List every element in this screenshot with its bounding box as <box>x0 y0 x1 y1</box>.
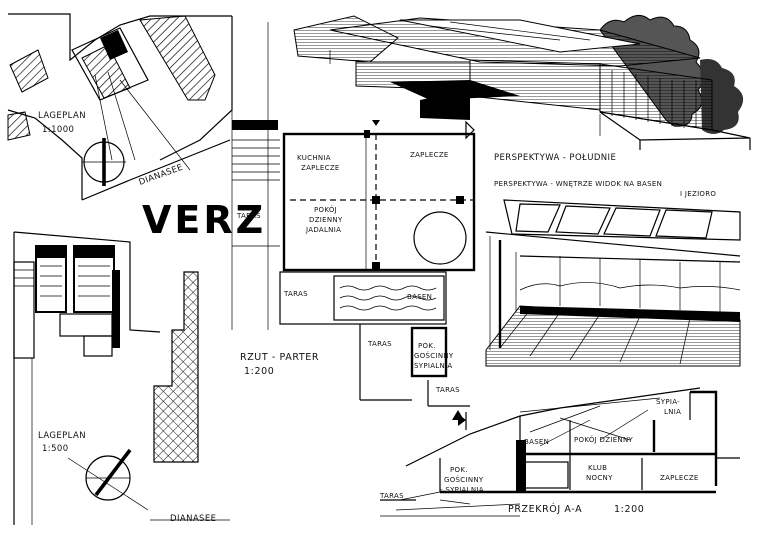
room-living-line2: DZIENNY <box>309 216 343 224</box>
section-room-living: POKÓJ DZIENNY <box>574 435 633 444</box>
section-room-guest-line2: GOŚCINNY <box>444 475 484 484</box>
perspective-interior-caption-line2: I JEZIORO <box>680 190 716 198</box>
room-pool: BASEN <box>407 293 432 301</box>
site-plan-500-label: LAGEPLAN <box>38 431 86 441</box>
section-room-guest-line3: - SYPIALNIA <box>440 486 484 494</box>
section-room-bedroom-line1: SYPIA- <box>656 398 680 406</box>
section-a-a: SYPIA- LNIA BASEN POKÓJ DZIENNY KLUB NOC… <box>379 387 740 517</box>
site-plan-500-street: DIANASEE <box>170 514 216 524</box>
room-kitchen-line1: KUCHNIA <box>297 154 331 162</box>
room-guest-line1: POK. <box>418 342 436 350</box>
sheet-title: VERZ <box>142 198 266 242</box>
room-living-line3: JADALNIA <box>305 226 341 234</box>
perspective-interior: PERSPEKTYWA - WNĘTRZE WIDOK NA BASEN I J… <box>485 180 741 367</box>
section-terrace: TARAS <box>379 492 404 500</box>
floor-plan-scale: 1:200 <box>244 366 274 377</box>
section-room-guest-line1: POK. <box>450 466 468 474</box>
perspective-south: PERSPEKTYWA - POŁUDNIE <box>293 15 751 163</box>
room-living-line1: POKÓJ <box>314 205 337 214</box>
section-room-bedroom-line2: LNIA <box>664 408 681 416</box>
site-plan-1000-label: LAGEPLAN <box>38 111 86 121</box>
room-kitchen-line2: ZAPLECZE <box>301 164 340 172</box>
site-plan-1000: LAGEPLAN 1:1000 DIANASEE <box>7 13 233 201</box>
perspective-interior-caption-line1: PERSPEKTYWA - WNĘTRZE WIDOK NA BASEN <box>494 180 662 188</box>
section-room-pool: BASEN <box>524 438 549 446</box>
room-guest-line3: SYPIALNIA <box>414 362 452 370</box>
terrace-label-2: TARAS <box>283 290 308 298</box>
floor-plan-caption: RZUT - PARTER <box>240 352 319 363</box>
section-room-storage: ZAPLECZE <box>660 474 699 482</box>
room-guest-line2: GOŚCINNY <box>414 351 454 360</box>
terrace-label-1: TARAS <box>236 212 261 220</box>
site-plan-500-scale: 1:500 <box>42 444 69 454</box>
terrace-label-3: TARAS <box>367 340 392 348</box>
section-room-club-line2: NOCNY <box>586 474 613 482</box>
perspective-south-caption: PERSPEKTYWA - POŁUDNIE <box>494 153 616 163</box>
site-plan-500: LAGEPLAN 1:500 DIANASEE <box>13 231 230 525</box>
site-plan-1000-street: DIANASEE <box>138 163 185 188</box>
site-plan-1000-scale: 1:1000 <box>42 125 74 135</box>
room-storage: ZAPLECZE <box>410 151 449 159</box>
section-scale: 1:200 <box>614 504 644 515</box>
section-caption: PRZEKRÓJ A-A <box>508 503 582 515</box>
ground-floor-plan: KUCHNIA ZAPLECZE ZAPLECZE POKÓJ DZIENNY … <box>231 22 476 420</box>
section-room-club-line1: KLUB <box>588 464 607 472</box>
terrace-label-4: TARAS <box>435 386 460 394</box>
